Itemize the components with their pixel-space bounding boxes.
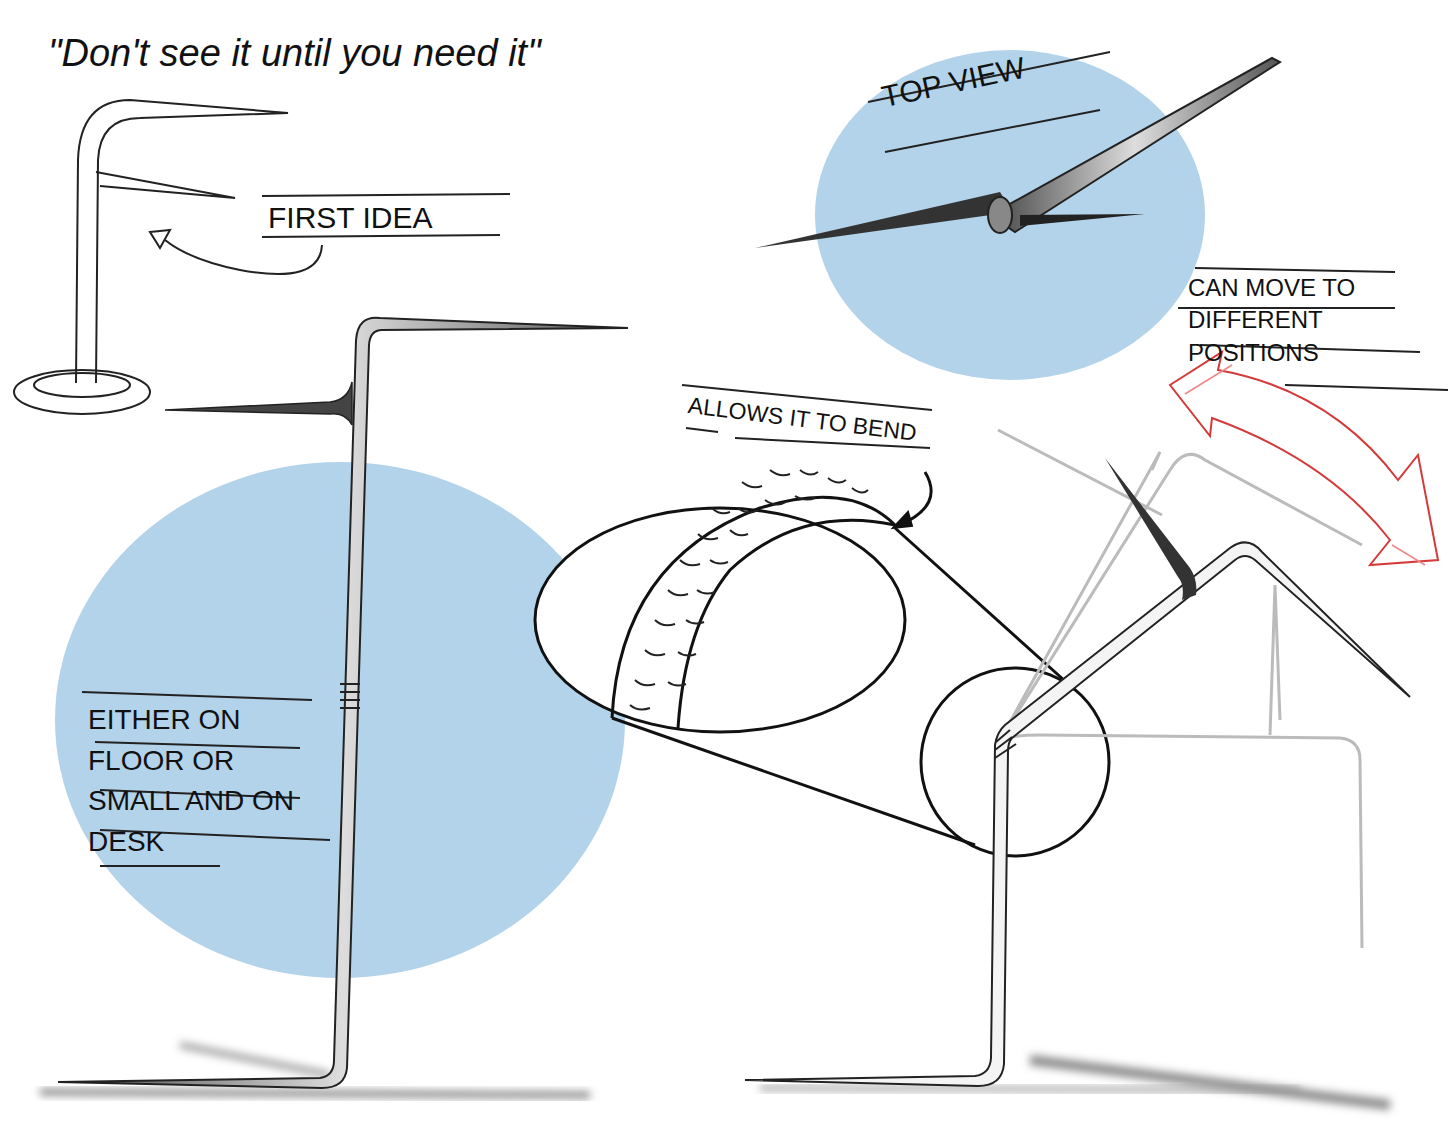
adjustable-lamp [745,458,1410,1105]
note-label: FIRST IDEA [268,198,508,239]
bend-slots [630,470,868,709]
blue-backdrop [815,50,1205,380]
note-label: CAN MOVE TO DIFFERENT POSITIONS [1188,272,1443,369]
slogan-title: "Don't see it until you need it" [48,28,748,79]
underline [82,692,330,866]
first-idea-lamp [14,100,322,414]
floor-lamp [40,318,628,1095]
underline [1178,268,1448,390]
detail-callout [535,472,1109,856]
movement-arrow [1185,365,1425,565]
note-label: EITHER ON FLOOR OR SMALL AND ON DESK [88,700,320,862]
movement-arrow [1170,352,1438,565]
